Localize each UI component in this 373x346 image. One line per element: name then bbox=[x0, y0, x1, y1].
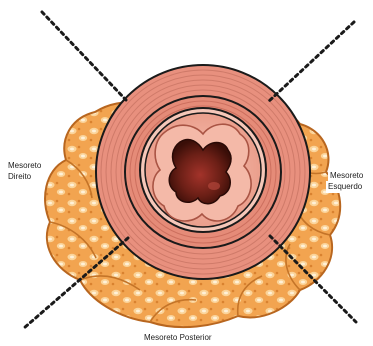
label-mesoreto-direito-line2: Direito bbox=[6, 171, 33, 183]
label-mesoreto-posterior: Mesoreto Posterior bbox=[142, 332, 214, 344]
lumen-highlight bbox=[208, 182, 220, 190]
rectal-lumen bbox=[169, 140, 231, 204]
label-mesoreto-esquerdo-line2: Esquerdo bbox=[326, 181, 364, 193]
